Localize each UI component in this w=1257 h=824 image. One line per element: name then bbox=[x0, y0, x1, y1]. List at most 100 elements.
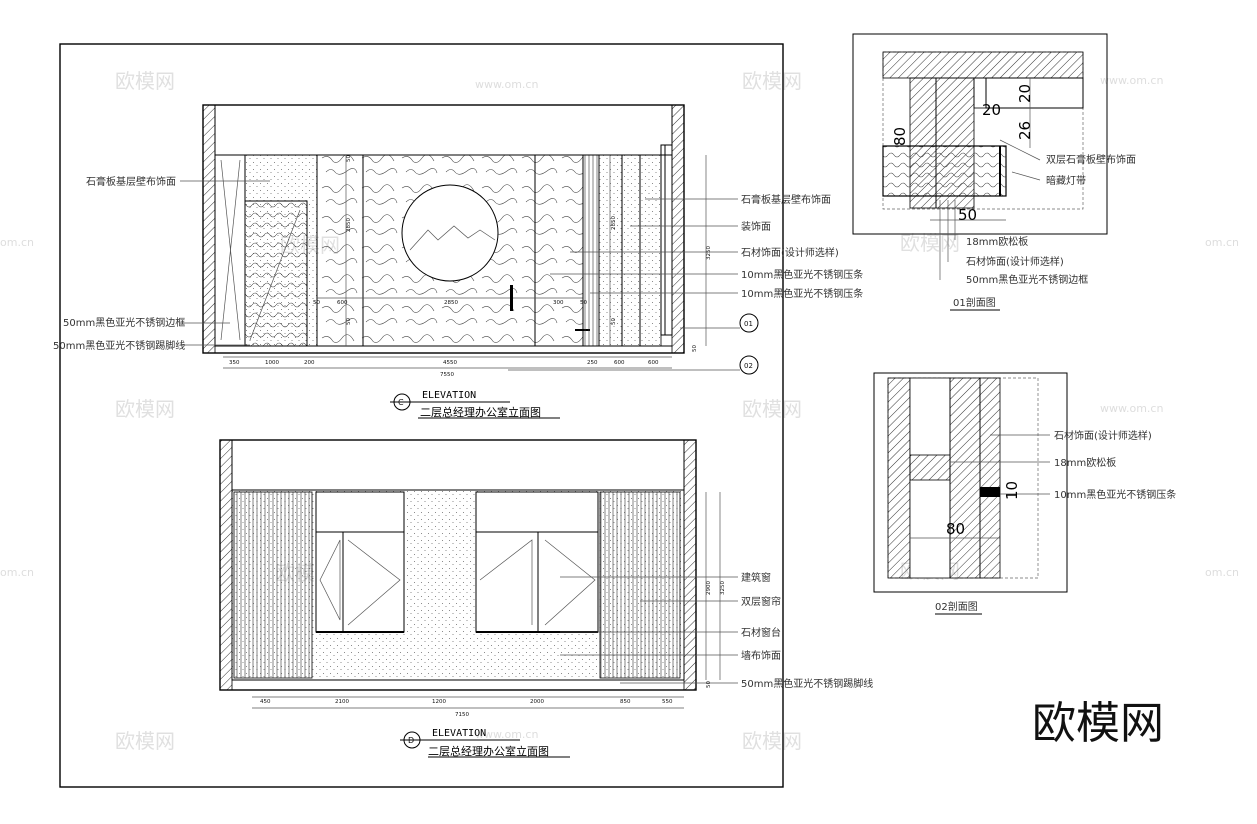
label-left-edge: 50mm黑色亚光不锈钢边框 bbox=[63, 316, 185, 329]
label-decor: 装饰面 bbox=[741, 220, 771, 233]
watermark-logo: 欧模网 bbox=[115, 729, 175, 753]
section-01-dim: 20 bbox=[982, 101, 1001, 119]
label-curtain: 双层窗帘 bbox=[741, 595, 781, 608]
dim-c-bottom: 350 bbox=[229, 360, 240, 366]
section-01-dim: 20 bbox=[1016, 84, 1034, 103]
ceiling-band bbox=[214, 104, 673, 156]
watermark-logo: 欧模网 bbox=[742, 729, 802, 753]
dim-c-bottom: 200 bbox=[304, 360, 315, 366]
dim-d-bottom: 2100 bbox=[335, 699, 349, 705]
label-fabric: 墙布饰面 bbox=[741, 649, 781, 662]
watermark-url: www.om.cn bbox=[1100, 402, 1163, 415]
label-stone-02: 石材饰面(设计师选样) bbox=[1054, 429, 1152, 442]
dim-d-bottom: 450 bbox=[260, 699, 271, 705]
label-hidden-light: 暗藏灯带 bbox=[1046, 174, 1086, 187]
window-right bbox=[475, 491, 599, 633]
section-01 bbox=[852, 33, 1108, 311]
label-skirting-d: 50mm黑色亚光不锈钢踢脚线 bbox=[741, 677, 873, 690]
dim-c-bottom: 600 bbox=[614, 360, 625, 366]
dim-c-mid: 300 bbox=[553, 300, 564, 306]
section-01-frame bbox=[852, 33, 1108, 235]
dim-d-vertical: 2900 bbox=[706, 581, 712, 595]
label-window: 建筑窗 bbox=[741, 571, 771, 584]
dim-c-bottom: 600 bbox=[648, 360, 659, 366]
dim-c-mid: 50 bbox=[313, 300, 320, 306]
watermark-url: www.om.cn bbox=[1100, 74, 1163, 87]
dim-c-bottom: 4550 bbox=[443, 360, 457, 366]
label-edge-01: 50mm黑色亚光不锈钢边框 bbox=[966, 273, 1088, 286]
curtain-left bbox=[233, 491, 313, 679]
section-tag-01 bbox=[739, 313, 759, 333]
elevation-d-title: ELEVATION bbox=[432, 728, 486, 739]
dim-c-vertical: 50 bbox=[611, 318, 617, 325]
label-board-02: 18mm欧松板 bbox=[1054, 456, 1116, 469]
dim-c-vertical: 2850 bbox=[346, 218, 352, 232]
label-sill: 石材窗台 bbox=[741, 626, 781, 639]
watermark-logo: 欧模网 bbox=[115, 69, 175, 93]
watermark-url: om.cn bbox=[1205, 566, 1239, 579]
dim-c-vertical: 3250 bbox=[706, 246, 712, 260]
section-01-title: 01剖面图 bbox=[953, 296, 996, 309]
label-double-gypsum: 双层石膏板壁布饰面 bbox=[1046, 153, 1136, 166]
dim-d-total: 7150 bbox=[455, 712, 469, 718]
dim-c-vertical: 50 bbox=[346, 318, 352, 325]
dim-c-bottom: 1000 bbox=[265, 360, 279, 366]
dim-c-bottom: 250 bbox=[587, 360, 598, 366]
section-01-dim: 26 bbox=[1016, 121, 1034, 140]
dim-c-vertical: 50 bbox=[692, 345, 698, 352]
watermark-url: www.om.cn bbox=[475, 78, 538, 91]
section-02 bbox=[873, 372, 1068, 615]
dim-d-vertical: 3250 bbox=[720, 581, 726, 595]
dim-c-vertical: 2850 bbox=[611, 216, 617, 230]
section-01-dim: 80 bbox=[891, 127, 909, 146]
watermark-url: www.om.cn bbox=[475, 728, 538, 741]
label-strip-1: 10mm黑色亚光不锈钢压条 bbox=[741, 268, 863, 281]
elevation-c-title: ELEVATION bbox=[422, 390, 476, 401]
dim-c-total: 7550 bbox=[440, 372, 454, 378]
watermark-url: om.cn bbox=[1205, 236, 1239, 249]
left-strip bbox=[214, 154, 246, 347]
door-panel bbox=[244, 200, 308, 347]
elevation-c-marker-text: C bbox=[398, 398, 404, 407]
dim-d-bottom: 550 bbox=[662, 699, 673, 705]
watermark-url: om.cn bbox=[0, 236, 34, 249]
section-tag-02 bbox=[739, 355, 759, 375]
elevation-d bbox=[219, 439, 738, 758]
label-strip-2: 10mm黑色亚光不锈钢压条 bbox=[741, 287, 863, 300]
elevation-d-subtitle: 二层总经理办公室立面图 bbox=[428, 744, 549, 758]
dim-c-mid: 50 bbox=[580, 300, 587, 306]
watermark-logo: 欧模网 bbox=[115, 397, 175, 421]
label-stone-01: 石材饰面(设计师选样) bbox=[966, 255, 1064, 268]
dim-d-bottom: 1200 bbox=[432, 699, 446, 705]
watermark-logo: 欧模网 bbox=[742, 397, 802, 421]
section-02-frame bbox=[873, 372, 1068, 593]
elevation-c-subtitle: 二层总经理办公室立面图 bbox=[420, 405, 541, 419]
section-01-dim: 50 bbox=[958, 206, 977, 224]
watermark-logo: 欧模网 bbox=[742, 69, 802, 93]
left-wall-section bbox=[202, 104, 216, 354]
dim-c-mid: 600 bbox=[337, 300, 348, 306]
section-02-title: 02剖面图 bbox=[935, 600, 978, 613]
sheet-frame bbox=[59, 43, 784, 788]
label-right-fabric: 石膏板基层壁布饰面 bbox=[741, 193, 831, 206]
dim-d-bottom: 2000 bbox=[530, 699, 544, 705]
section-tag-02-text: 02 bbox=[744, 362, 753, 370]
label-stone: 石材饰面(设计师选样) bbox=[741, 246, 839, 259]
label-strip-02: 10mm黑色亚光不锈钢压条 bbox=[1054, 488, 1176, 501]
label-board-01: 18mm欧松板 bbox=[966, 235, 1028, 248]
dim-d-vertical: 50 bbox=[706, 681, 712, 688]
dim-c-mid: 2850 bbox=[444, 300, 458, 306]
label-left-skirting: 50mm黑色亚光不锈钢踢脚线 bbox=[53, 339, 185, 352]
round-decor bbox=[401, 184, 499, 282]
label-left-wall-fabric: 石膏板基层壁布饰面 bbox=[86, 175, 176, 188]
section-02-dim: 80 bbox=[946, 520, 965, 538]
elevation-d-marker-text: D bbox=[408, 736, 414, 745]
watermark-logo: 欧模网 bbox=[900, 231, 960, 255]
section-02-dim: 10 bbox=[1003, 481, 1021, 500]
section-tag-01-text: 01 bbox=[744, 320, 753, 328]
brand-logo: 欧模网 bbox=[1032, 698, 1164, 749]
dim-d-bottom: 850 bbox=[620, 699, 631, 705]
right-wall-section bbox=[671, 104, 685, 354]
fabric-panel-right bbox=[598, 154, 662, 347]
